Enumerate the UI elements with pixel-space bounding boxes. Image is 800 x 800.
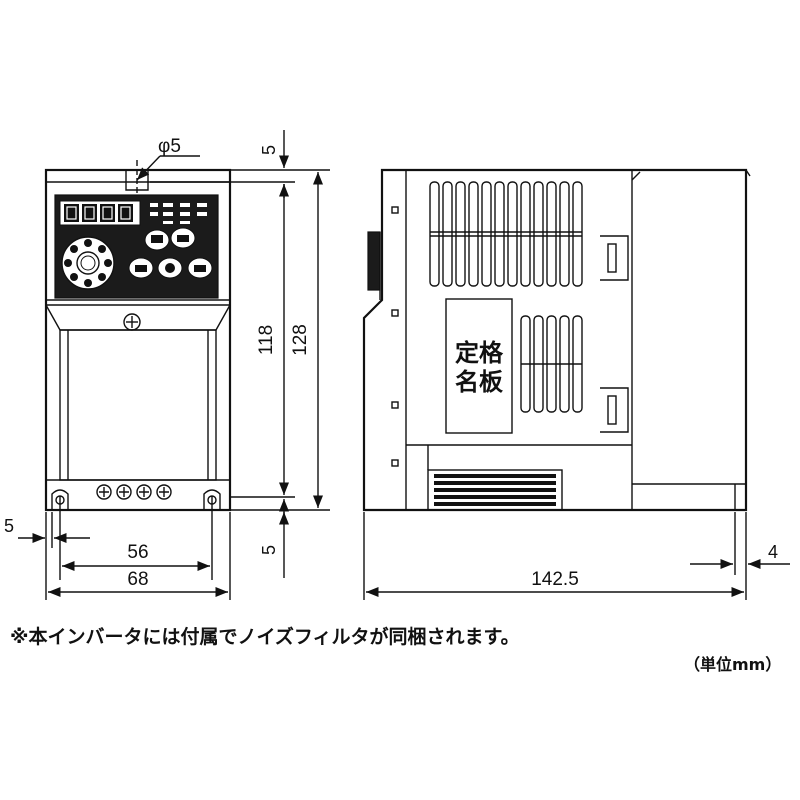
phi-label: φ5 bbox=[158, 136, 181, 157]
h118-label: 118 bbox=[256, 325, 277, 355]
depth-label: 142.5 bbox=[531, 569, 579, 590]
footnote: ※本インバータには付属でノイズフィルタが同梱されます。 bbox=[10, 626, 520, 648]
w56-label: 56 bbox=[127, 542, 148, 563]
status-indicators bbox=[150, 203, 207, 224]
bottom-offset-label: 5 bbox=[259, 545, 279, 555]
h128-label: 128 bbox=[290, 324, 311, 356]
panel-screw-icon bbox=[123, 313, 141, 331]
led-digits bbox=[64, 204, 133, 222]
top-offset-label: 5 bbox=[259, 145, 279, 155]
side-view: 定格 名板 bbox=[362, 168, 751, 512]
side-body-outline bbox=[362, 168, 748, 512]
unit-note: （単位mm） bbox=[684, 655, 782, 674]
w68-label: 68 bbox=[127, 569, 148, 590]
front-view bbox=[44, 160, 232, 580]
nameplate-line2: 名板 bbox=[455, 368, 504, 396]
dial-notches bbox=[64, 239, 112, 287]
upper-vents bbox=[429, 181, 583, 287]
left-offset-label: 5 bbox=[4, 516, 14, 536]
nameplate-line1: 定格 bbox=[455, 339, 504, 367]
right-offset-label: 4 bbox=[768, 542, 778, 562]
side-dimensions: 142.5 4 bbox=[363, 512, 790, 600]
front-dimensions: φ5 5 118 128 5 5 56 68 bbox=[4, 130, 330, 600]
nameplate bbox=[445, 298, 513, 434]
terminal-screws bbox=[96, 484, 172, 500]
bottom-vent bbox=[427, 469, 563, 511]
panel-keys bbox=[128, 227, 213, 279]
